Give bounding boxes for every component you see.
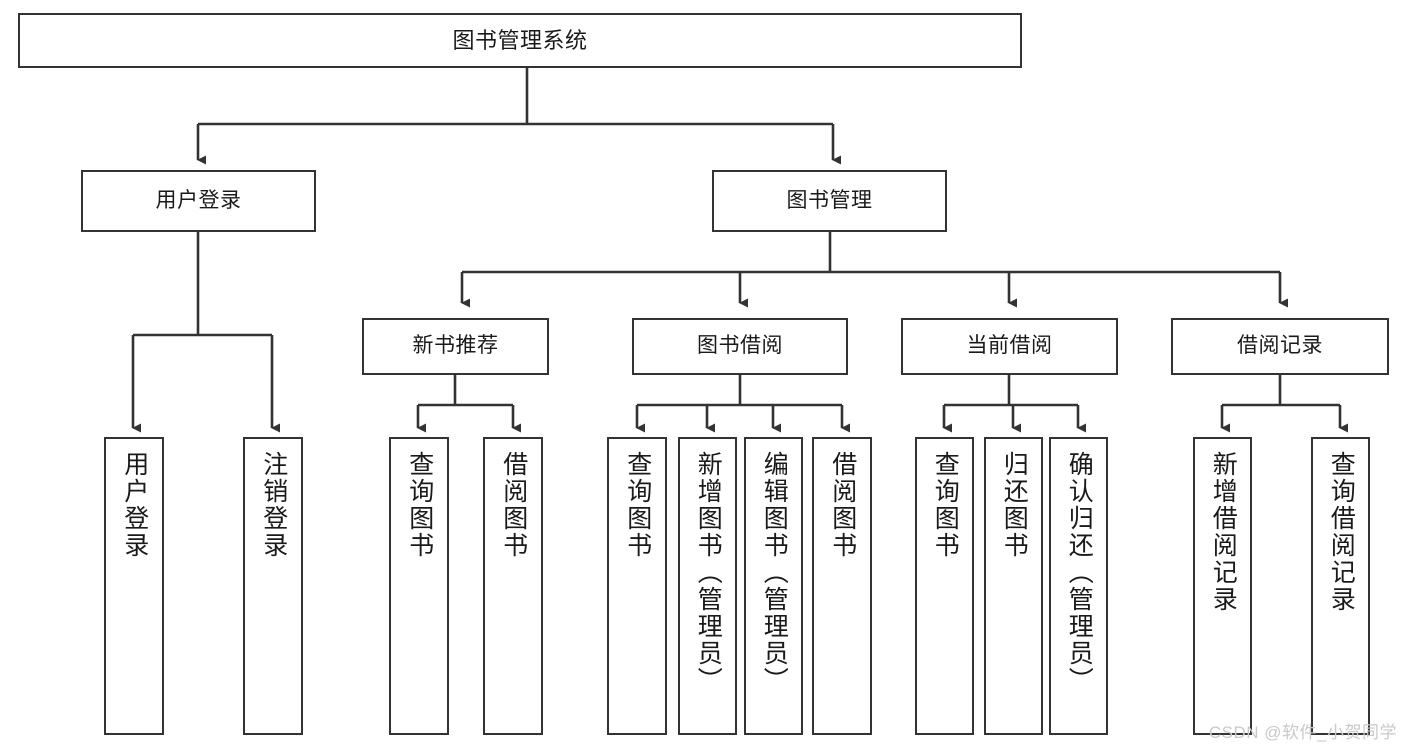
node-new-book-recommendation[interactable]: 新书推荐 [362, 318, 549, 375]
node-label: 查询图书 [623, 451, 652, 559]
node-leaf-confirm-return-admin[interactable]: 确认归还（管理员） [1049, 437, 1108, 735]
node-leaf-add-book-admin[interactable]: 新增图书（管理员） [678, 437, 737, 735]
node-label: 当前借阅 [966, 334, 1053, 358]
node-leaf-query-books-current[interactable]: 查询图书 [915, 437, 974, 735]
node-label: 归还图书 [1000, 451, 1029, 559]
node-leaf-add-borrow-record[interactable]: 新增借阅记录 [1193, 437, 1252, 735]
node-label: 用户登录 [120, 451, 149, 559]
node-label: 图书管理系统 [452, 27, 588, 53]
node-label: 查询图书 [931, 451, 960, 559]
node-label: 注销登录 [259, 451, 288, 559]
node-leaf-query-books-borrow[interactable]: 查询图书 [607, 437, 667, 735]
node-book-management[interactable]: 图书管理 [712, 170, 947, 232]
node-label: 图书管理 [786, 188, 873, 212]
node-label: 新增图书（管理员） [694, 451, 723, 694]
node-leaf-borrow-books[interactable]: 借阅图书 [812, 437, 872, 735]
node-label: 新书推荐 [412, 334, 499, 358]
node-leaf-return-books[interactable]: 归还图书 [984, 437, 1043, 735]
node-label: 查询借阅记录 [1327, 451, 1356, 613]
node-leaf-edit-book-admin[interactable]: 编辑图书（管理员） [744, 437, 803, 735]
node-leaf-borrow-books-newbook[interactable]: 借阅图书 [483, 437, 543, 735]
node-book-borrowing[interactable]: 图书借阅 [632, 318, 848, 375]
node-current-borrowing[interactable]: 当前借阅 [901, 318, 1118, 375]
node-borrowing-records[interactable]: 借阅记录 [1171, 318, 1389, 375]
node-label: 借阅记录 [1237, 334, 1323, 358]
node-label: 用户登录 [155, 188, 242, 212]
node-user-login[interactable]: 用户登录 [81, 170, 316, 232]
node-root-library-system[interactable]: 图书管理系统 [18, 13, 1022, 68]
node-leaf-query-books-newbook[interactable]: 查询图书 [389, 437, 449, 735]
node-leaf-user-login[interactable]: 用户登录 [104, 437, 164, 735]
node-leaf-query-borrow-record[interactable]: 查询借阅记录 [1311, 437, 1370, 735]
node-label: 图书借阅 [697, 334, 783, 358]
node-label: 确认归还（管理员） [1065, 451, 1094, 694]
node-label: 借阅图书 [828, 451, 857, 559]
node-label: 借阅图书 [499, 451, 528, 559]
node-label: 查询图书 [405, 451, 434, 559]
node-leaf-logout[interactable]: 注销登录 [243, 437, 303, 735]
node-label: 编辑图书（管理员） [760, 451, 789, 694]
node-label: 新增借阅记录 [1209, 451, 1238, 613]
